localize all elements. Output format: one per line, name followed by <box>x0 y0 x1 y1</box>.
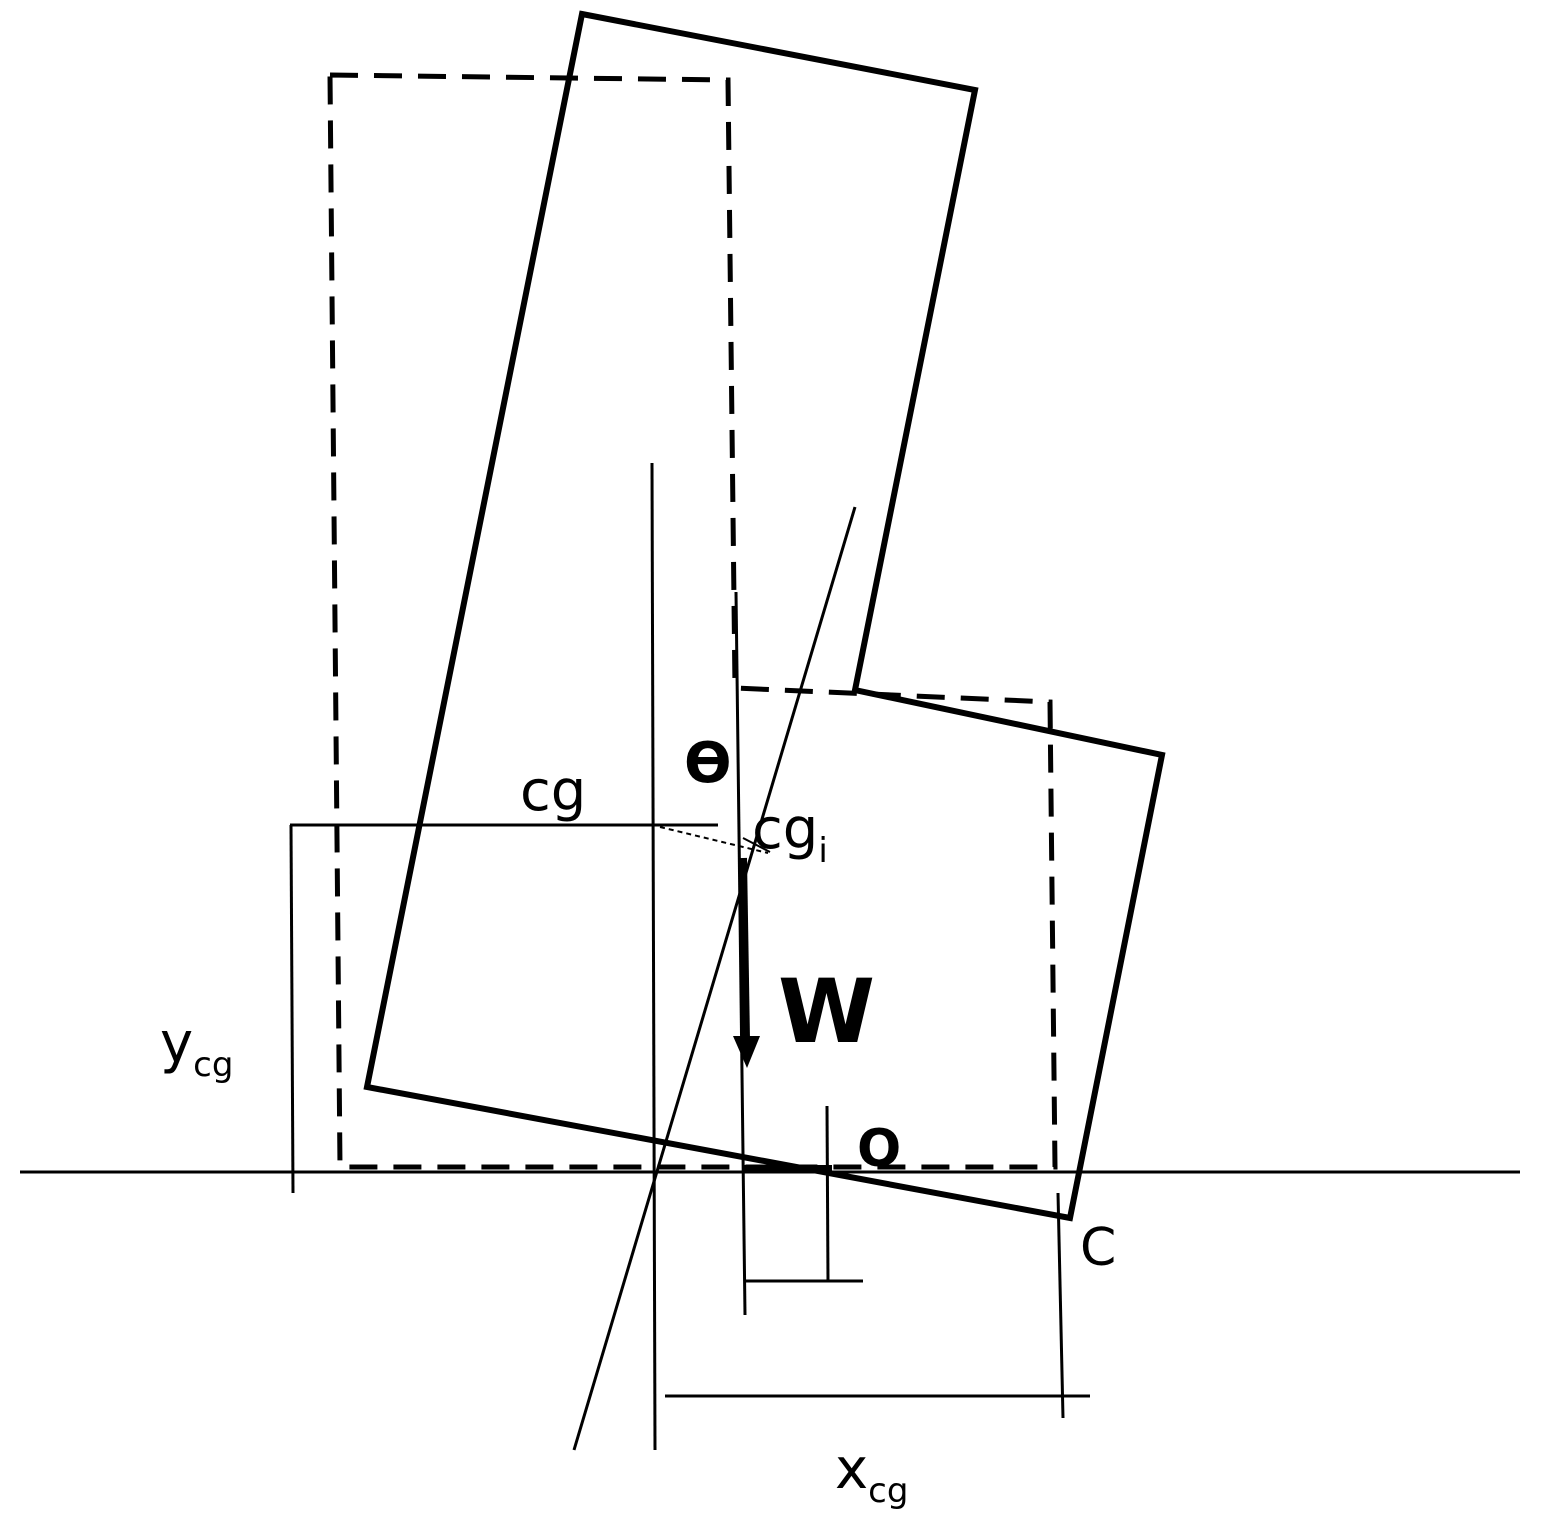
weight-label: W <box>778 960 875 1063</box>
ycg-label-sub: cg <box>193 1045 233 1085</box>
corner-c-label: C <box>1080 1218 1116 1278</box>
corner-vertical-marker <box>1056 1192 1065 1419</box>
pivot-o-label: O <box>857 1119 901 1179</box>
original-position-outline <box>327 72 1058 1170</box>
vertical-reference-line <box>650 462 657 1451</box>
ycg-label-main: y <box>160 1011 193 1076</box>
ycg-label: ycg <box>160 1011 233 1085</box>
cgi-label-main: cg <box>752 797 818 862</box>
weight-arrow-head <box>733 1036 760 1068</box>
cgi-tick <box>742 837 771 853</box>
weight-line-of-action <box>734 591 747 1316</box>
ycg-dimension-line <box>289 824 295 1194</box>
xcg-label: xcg <box>835 1437 908 1511</box>
cg-shift-line <box>659 826 769 854</box>
cgi-label-sub: i <box>818 831 827 871</box>
inclined-reference-line <box>572 506 857 1451</box>
cgi-label: cgi <box>752 797 828 871</box>
xcg-label-sub: cg <box>868 1471 908 1511</box>
theta-label: ϴ <box>684 731 732 796</box>
tilted-body-outline <box>363 10 1166 1222</box>
pivot-vertical-marker <box>825 1105 830 1283</box>
cg-label: cg <box>520 759 586 824</box>
xcg-label-main: x <box>835 1437 868 1502</box>
weight-arrow-shaft <box>739 857 750 1041</box>
